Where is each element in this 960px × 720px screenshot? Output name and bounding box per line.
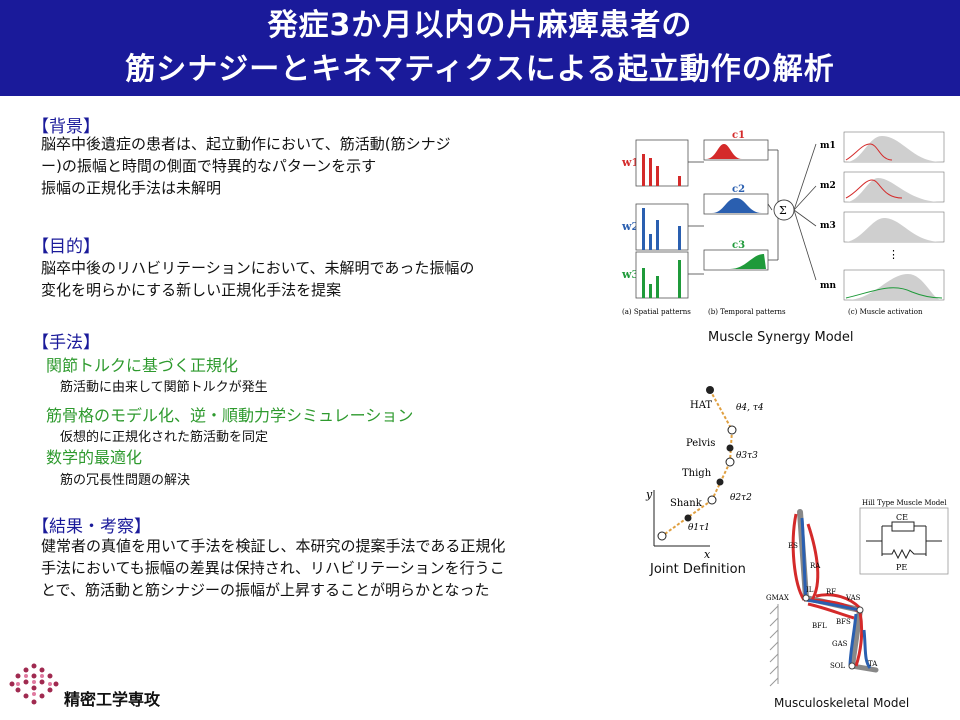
hill-title: Hill Type Muscle Model — [862, 499, 947, 507]
background-line-2: ー)の振幅と時間の側面で特異的なパターンを示す — [41, 157, 377, 175]
muscle-gmax: GMAX — [766, 594, 789, 602]
muscle-bfl: BFL — [812, 622, 827, 630]
title-line-1: 発症3か月以内の片麻痺患者の — [267, 8, 693, 43]
sub-caption-b: (b) Temporal patterns — [708, 308, 786, 316]
m2-label: m2 — [820, 181, 836, 191]
c2-label: c2 — [732, 184, 745, 195]
w2-label: w2 — [621, 220, 639, 233]
method-item-1-detail: 筋活動に由来して関節トルクが発生 — [60, 380, 268, 395]
spatial-pattern-w2: w2 — [621, 203, 689, 251]
angle-2: θ2τ2 — [730, 493, 752, 503]
muscle-ta: TA — [868, 660, 878, 668]
sum-symbol: Σ — [779, 204, 787, 217]
angle-1: θ1τ1 — [688, 523, 710, 533]
musculoskeletal-figure: ES RA IL GMAX RF VAS BFL BFS GAS SOL TA — [766, 509, 879, 687]
background-line-1: 脳卒中後遺症の患者は、起立動作において、筋活動(筋シナジ — [41, 135, 451, 153]
muscle-ra: RA — [810, 562, 821, 570]
spatial-pattern-w3: w3 — [621, 251, 689, 299]
activation-panels: m1 m2 m3 ⋮ mn — [820, 131, 945, 301]
title-banner: 発症3か月以内の片麻痺患者の 筋シナジーとキネマティクスによる起立動作の解析 — [0, 0, 960, 96]
more-dots: ⋮ — [888, 248, 899, 261]
logo-icon — [9, 663, 59, 705]
mn-label: mn — [820, 281, 837, 291]
results-line-3: とで、筋活動と筋シナジーの振幅が上昇することが明らかとなった — [41, 581, 490, 599]
muscle-synergy-figure: w1 w2 w3 c1 c2 c3 Σ m1 m2 — [621, 130, 945, 316]
muscle-gas: GAS — [832, 640, 848, 648]
angle-3: θ3τ3 — [736, 451, 758, 461]
spatial-pattern-w1: w1 — [621, 139, 689, 187]
axis-y-label: y — [645, 488, 653, 501]
method-item-2-title: 筋骨格のモデル化、逆・順動力学シミュレーション — [46, 406, 414, 425]
hill-pe: PE — [896, 563, 907, 572]
method-item-3-detail: 筋の冗長性問題の解決 — [60, 473, 191, 488]
sub-caption-c: (c) Muscle activation — [848, 308, 923, 316]
w3-label: w3 — [621, 268, 639, 281]
angle-4: θ4, τ4 — [736, 403, 764, 413]
purpose-line-1: 脳卒中後のリハビリテーションにおいて、未解明であった振幅の — [41, 259, 475, 277]
method-item-2-detail: 仮想的に正規化された筋活動を同定 — [60, 430, 269, 445]
synergy-caption: Muscle Synergy Model — [708, 330, 854, 345]
sub-caption-a: (a) Spatial patterns — [622, 308, 691, 316]
joint-definition-figure: HAT θ4, τ4 Pelvis θ3τ3 Thigh θ2τ2 Shank … — [645, 386, 764, 560]
hill-ce: CE — [896, 513, 908, 522]
method-item-1-title: 関節トルクに基づく正規化 — [46, 356, 239, 375]
background-line-3: 振幅の正規化手法は未解明 — [41, 179, 222, 197]
hill-muscle-model-figure: Hill Type Muscle Model CE PE — [859, 499, 949, 575]
muscle-sol: SOL — [830, 662, 846, 670]
sum-node — [773, 199, 795, 221]
background-heading: 【背景】 — [32, 117, 100, 137]
axis-x-label: x — [704, 548, 711, 560]
w1-label: w1 — [621, 156, 639, 169]
segment-shank: Shank — [670, 498, 703, 509]
musculo-caption: Musculoskeletal Model — [774, 696, 910, 710]
m1-label: m1 — [820, 141, 836, 151]
muscle-es: ES — [788, 542, 798, 550]
results-heading: 【結果・考察】 — [32, 517, 151, 537]
method-heading: 【手法】 — [32, 333, 100, 353]
m3-label: m3 — [820, 221, 836, 231]
title-line-2: 筋シナジーとキネマティクスによる起立動作の解析 — [125, 52, 835, 87]
muscle-il: IL — [806, 586, 814, 594]
segment-pelvis: Pelvis — [686, 438, 715, 449]
muscle-vas: VAS — [845, 594, 861, 602]
method-item-3-title: 数学的最適化 — [46, 448, 143, 467]
results-line-1: 健常者の真値を用いて手法を検証し、本研究の提案手法である正規化 — [41, 537, 506, 555]
logo-text: 精密工学専攻 — [64, 690, 161, 709]
joint-caption: Joint Definition — [650, 562, 746, 577]
purpose-heading: 【目的】 — [32, 237, 100, 257]
segment-hat: HAT — [690, 400, 712, 411]
muscle-bfs: BFS — [836, 618, 851, 626]
muscle-rf: RF — [826, 588, 836, 596]
segment-thigh: Thigh — [682, 468, 712, 479]
c1-label: c1 — [732, 130, 745, 141]
purpose-line-2: 変化を明らかにする新しい正規化手法を提案 — [41, 281, 342, 299]
results-line-2: 手法においても振幅の差異は保持され、リハビリテーションを行うこ — [41, 559, 505, 577]
c3-label: c3 — [732, 240, 745, 251]
